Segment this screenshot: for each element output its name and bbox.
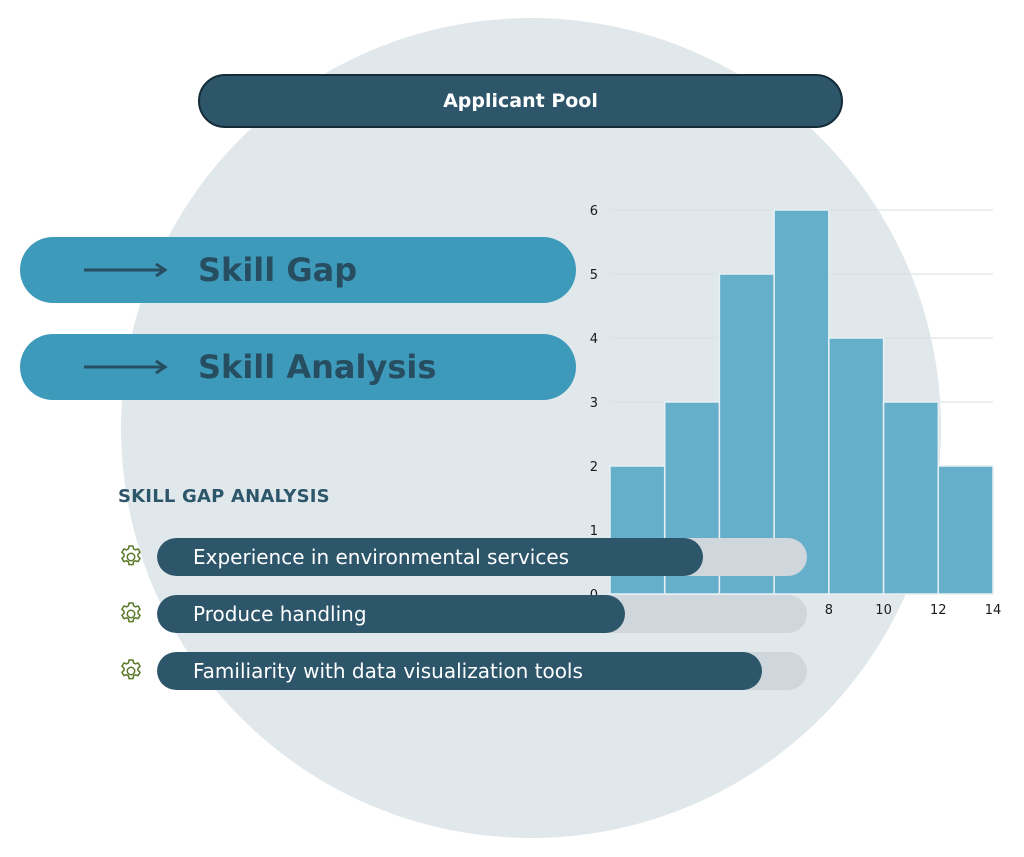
histogram-bar [828,337,885,595]
arrow-right-icon [84,263,168,277]
nav-item-label: Skill Gap [198,251,358,289]
x-tick-label: 10 [875,603,892,618]
skill-label: Familiarity with data visualization tool… [193,659,583,683]
skill-label: Experience in environmental services [193,545,570,569]
y-tick-label: 5 [590,268,598,283]
section-heading: SKILL GAP ANALYSIS [118,486,330,507]
title-banner: Applicant Pool [198,74,843,128]
y-tick-label: 2 [590,460,598,475]
page-title: Applicant Pool [443,90,598,112]
skill-row: Experience in environmental services [113,537,813,577]
gear-icon [121,659,141,680]
nav-item-skill-gap[interactable]: Skill Gap [20,237,576,303]
x-tick-label: 8 [825,603,833,618]
y-tick-label: 1 [590,524,598,539]
progress-track [157,652,807,690]
gear-icon [121,602,141,623]
histogram-bar [773,209,830,595]
y-tick-label: 3 [590,396,598,411]
x-tick-label: 12 [930,603,947,618]
y-tick-label: 4 [590,332,598,347]
histogram-bar [937,465,994,595]
progress-fill [157,652,762,690]
skill-label: Produce handling [193,602,367,626]
skill-row: Familiarity with data visualization tool… [113,651,813,691]
arrow-right-icon [84,360,168,374]
nav-item-skill-analysis[interactable]: Skill Analysis [20,334,576,400]
progress-track [157,538,807,576]
skill-row: Produce handling [113,594,813,634]
gear-icon [121,545,141,566]
progress-fill [157,538,703,576]
x-tick-label: 14 [985,603,1002,618]
nav-item-label: Skill Analysis [198,348,437,386]
y-tick-label: 6 [590,204,598,219]
progress-fill [157,595,625,633]
histogram-bar [882,401,940,595]
progress-track [157,595,807,633]
